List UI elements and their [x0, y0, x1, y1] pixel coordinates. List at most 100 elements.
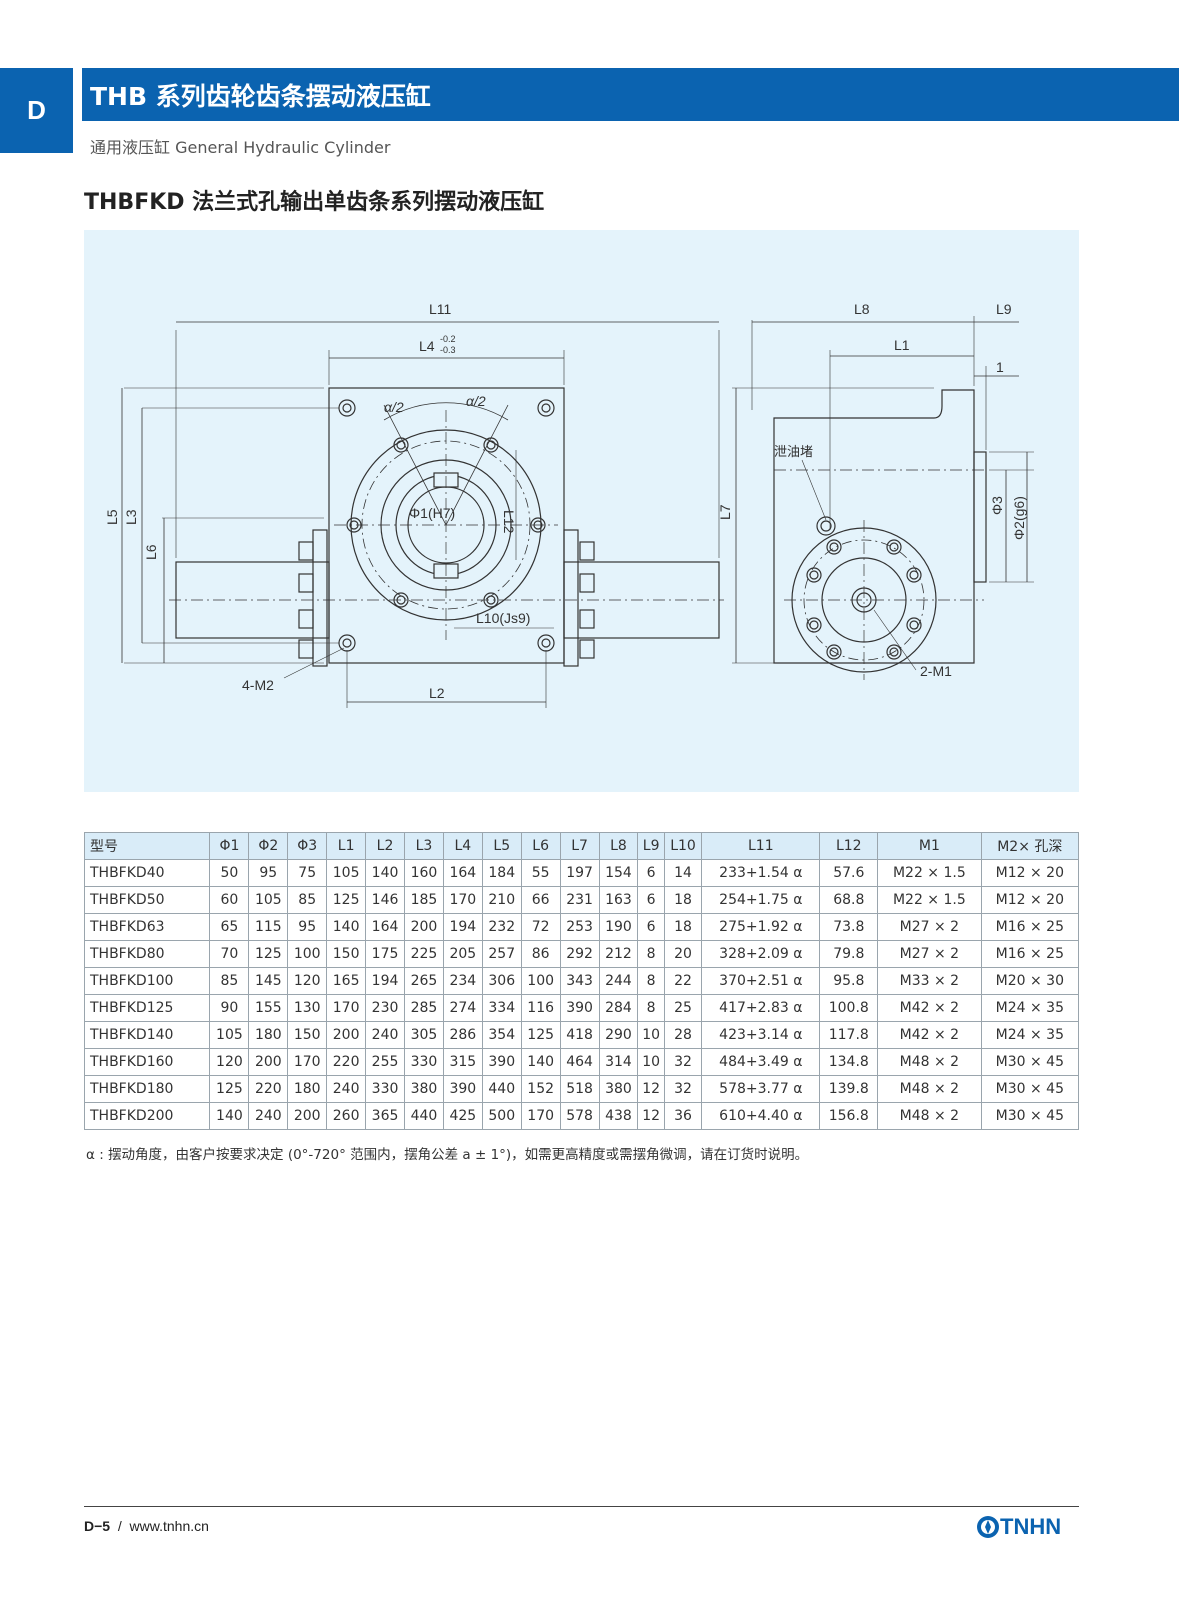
value-cell: 14: [663, 859, 703, 887]
value-cell: M22 × 1.5: [877, 859, 982, 887]
model-cell: THBFKD100: [83, 967, 211, 995]
column-header: L10: [663, 832, 703, 860]
value-cell: 232: [481, 913, 522, 941]
value-cell: 95.8: [819, 967, 879, 995]
value-cell: 390: [559, 994, 600, 1022]
label-L3: L3: [123, 509, 139, 525]
value-cell: 194: [442, 913, 483, 941]
value-cell: 105: [326, 859, 367, 887]
value-cell: 220: [248, 1075, 289, 1103]
value-cell: 440: [481, 1075, 522, 1103]
label-phi2: Φ2(g6): [1011, 496, 1027, 540]
value-cell: 230: [365, 994, 405, 1022]
value-cell: M16 × 25: [980, 940, 1080, 968]
value-cell: 65: [209, 913, 250, 941]
value-cell: 285: [403, 994, 444, 1022]
value-cell: 75: [287, 859, 328, 887]
brand-logo: TNHN: [976, 1514, 1061, 1540]
value-cell: 200: [326, 1021, 367, 1049]
value-cell: 423+3.14 α: [701, 1021, 821, 1049]
value-cell: 328+2.09 α: [701, 940, 821, 968]
value-cell: 156.8: [819, 1102, 879, 1130]
model-cell: THBFKD180: [83, 1075, 211, 1103]
model-cell: THBFKD80: [83, 940, 211, 968]
value-cell: 240: [365, 1021, 405, 1049]
value-cell: 36: [663, 1102, 703, 1130]
value-cell: 140: [520, 1048, 561, 1076]
label-L7: L7: [717, 504, 733, 520]
value-cell: 155: [248, 994, 289, 1022]
value-cell: 22: [663, 967, 703, 995]
value-cell: 170: [326, 994, 367, 1022]
value-cell: 164: [442, 859, 483, 887]
value-cell: M42 × 2: [877, 1021, 982, 1049]
value-cell: 417+2.83 α: [701, 994, 821, 1022]
value-cell: 464: [559, 1048, 600, 1076]
value-cell: M42 × 2: [877, 994, 982, 1022]
column-header: L5: [481, 832, 522, 860]
column-header: L9: [637, 832, 665, 860]
value-cell: 95: [287, 913, 328, 941]
value-cell: 284: [598, 994, 639, 1022]
value-cell: 253: [559, 913, 600, 941]
value-cell: M12 × 20: [980, 859, 1080, 887]
model-cell: THBFKD200: [83, 1102, 211, 1130]
value-cell: 194: [365, 967, 405, 995]
label-drain-plug: 泄油堵: [774, 444, 813, 459]
value-cell: 57.6: [819, 859, 879, 887]
label-L10: L10(Js9): [476, 610, 530, 626]
value-cell: M48 × 2: [877, 1075, 982, 1103]
value-cell: 125: [209, 1075, 250, 1103]
value-cell: 32: [663, 1048, 703, 1076]
value-cell: 418: [559, 1021, 600, 1049]
column-header: L4: [442, 832, 483, 860]
value-cell: 330: [403, 1048, 444, 1076]
value-cell: 25: [663, 994, 703, 1022]
value-cell: 365: [365, 1102, 405, 1130]
value-cell: 60: [209, 886, 250, 914]
value-cell: 315: [442, 1048, 483, 1076]
section-title: THBFKD 法兰式孔输出单齿条系列摆动液压缸: [84, 190, 545, 215]
column-header: L11: [701, 832, 821, 860]
value-cell: 100.8: [819, 994, 879, 1022]
column-header: L12: [819, 832, 879, 860]
column-header: Φ3: [287, 832, 328, 860]
value-cell: 240: [248, 1102, 289, 1130]
label-L8: L8: [854, 301, 870, 317]
value-cell: 134.8: [819, 1048, 879, 1076]
value-cell: 12: [637, 1102, 665, 1130]
value-cell: 170: [442, 886, 483, 914]
value-cell: 28: [663, 1021, 703, 1049]
value-cell: 154: [598, 859, 639, 887]
value-cell: 72: [520, 913, 561, 941]
value-cell: 255: [365, 1048, 405, 1076]
model-cell: THBFKD63: [83, 913, 211, 941]
logo-mark-icon: [977, 1516, 999, 1538]
column-header: L3: [403, 832, 444, 860]
value-cell: 380: [598, 1075, 639, 1103]
technical-drawing: L11 L4 -0.2 -0.3 α/2 α/2 Φ1(H7) L12 L5 L…: [84, 230, 1079, 792]
column-header: L6: [520, 832, 561, 860]
value-cell: 170: [520, 1102, 561, 1130]
value-cell: 70: [209, 940, 250, 968]
value-cell: 125: [326, 886, 367, 914]
value-cell: 146: [365, 886, 405, 914]
value-cell: 305: [403, 1021, 444, 1049]
value-cell: 233+1.54 α: [701, 859, 821, 887]
value-cell: M30 × 45: [980, 1048, 1080, 1076]
label-L6: L6: [143, 544, 159, 560]
column-header: L1: [326, 832, 367, 860]
value-cell: 120: [209, 1048, 250, 1076]
value-cell: 292: [559, 940, 600, 968]
column-header: Φ2: [248, 832, 289, 860]
value-cell: 160: [403, 859, 444, 887]
value-cell: 66: [520, 886, 561, 914]
column-header: Φ1: [209, 832, 250, 860]
value-cell: 140: [209, 1102, 250, 1130]
